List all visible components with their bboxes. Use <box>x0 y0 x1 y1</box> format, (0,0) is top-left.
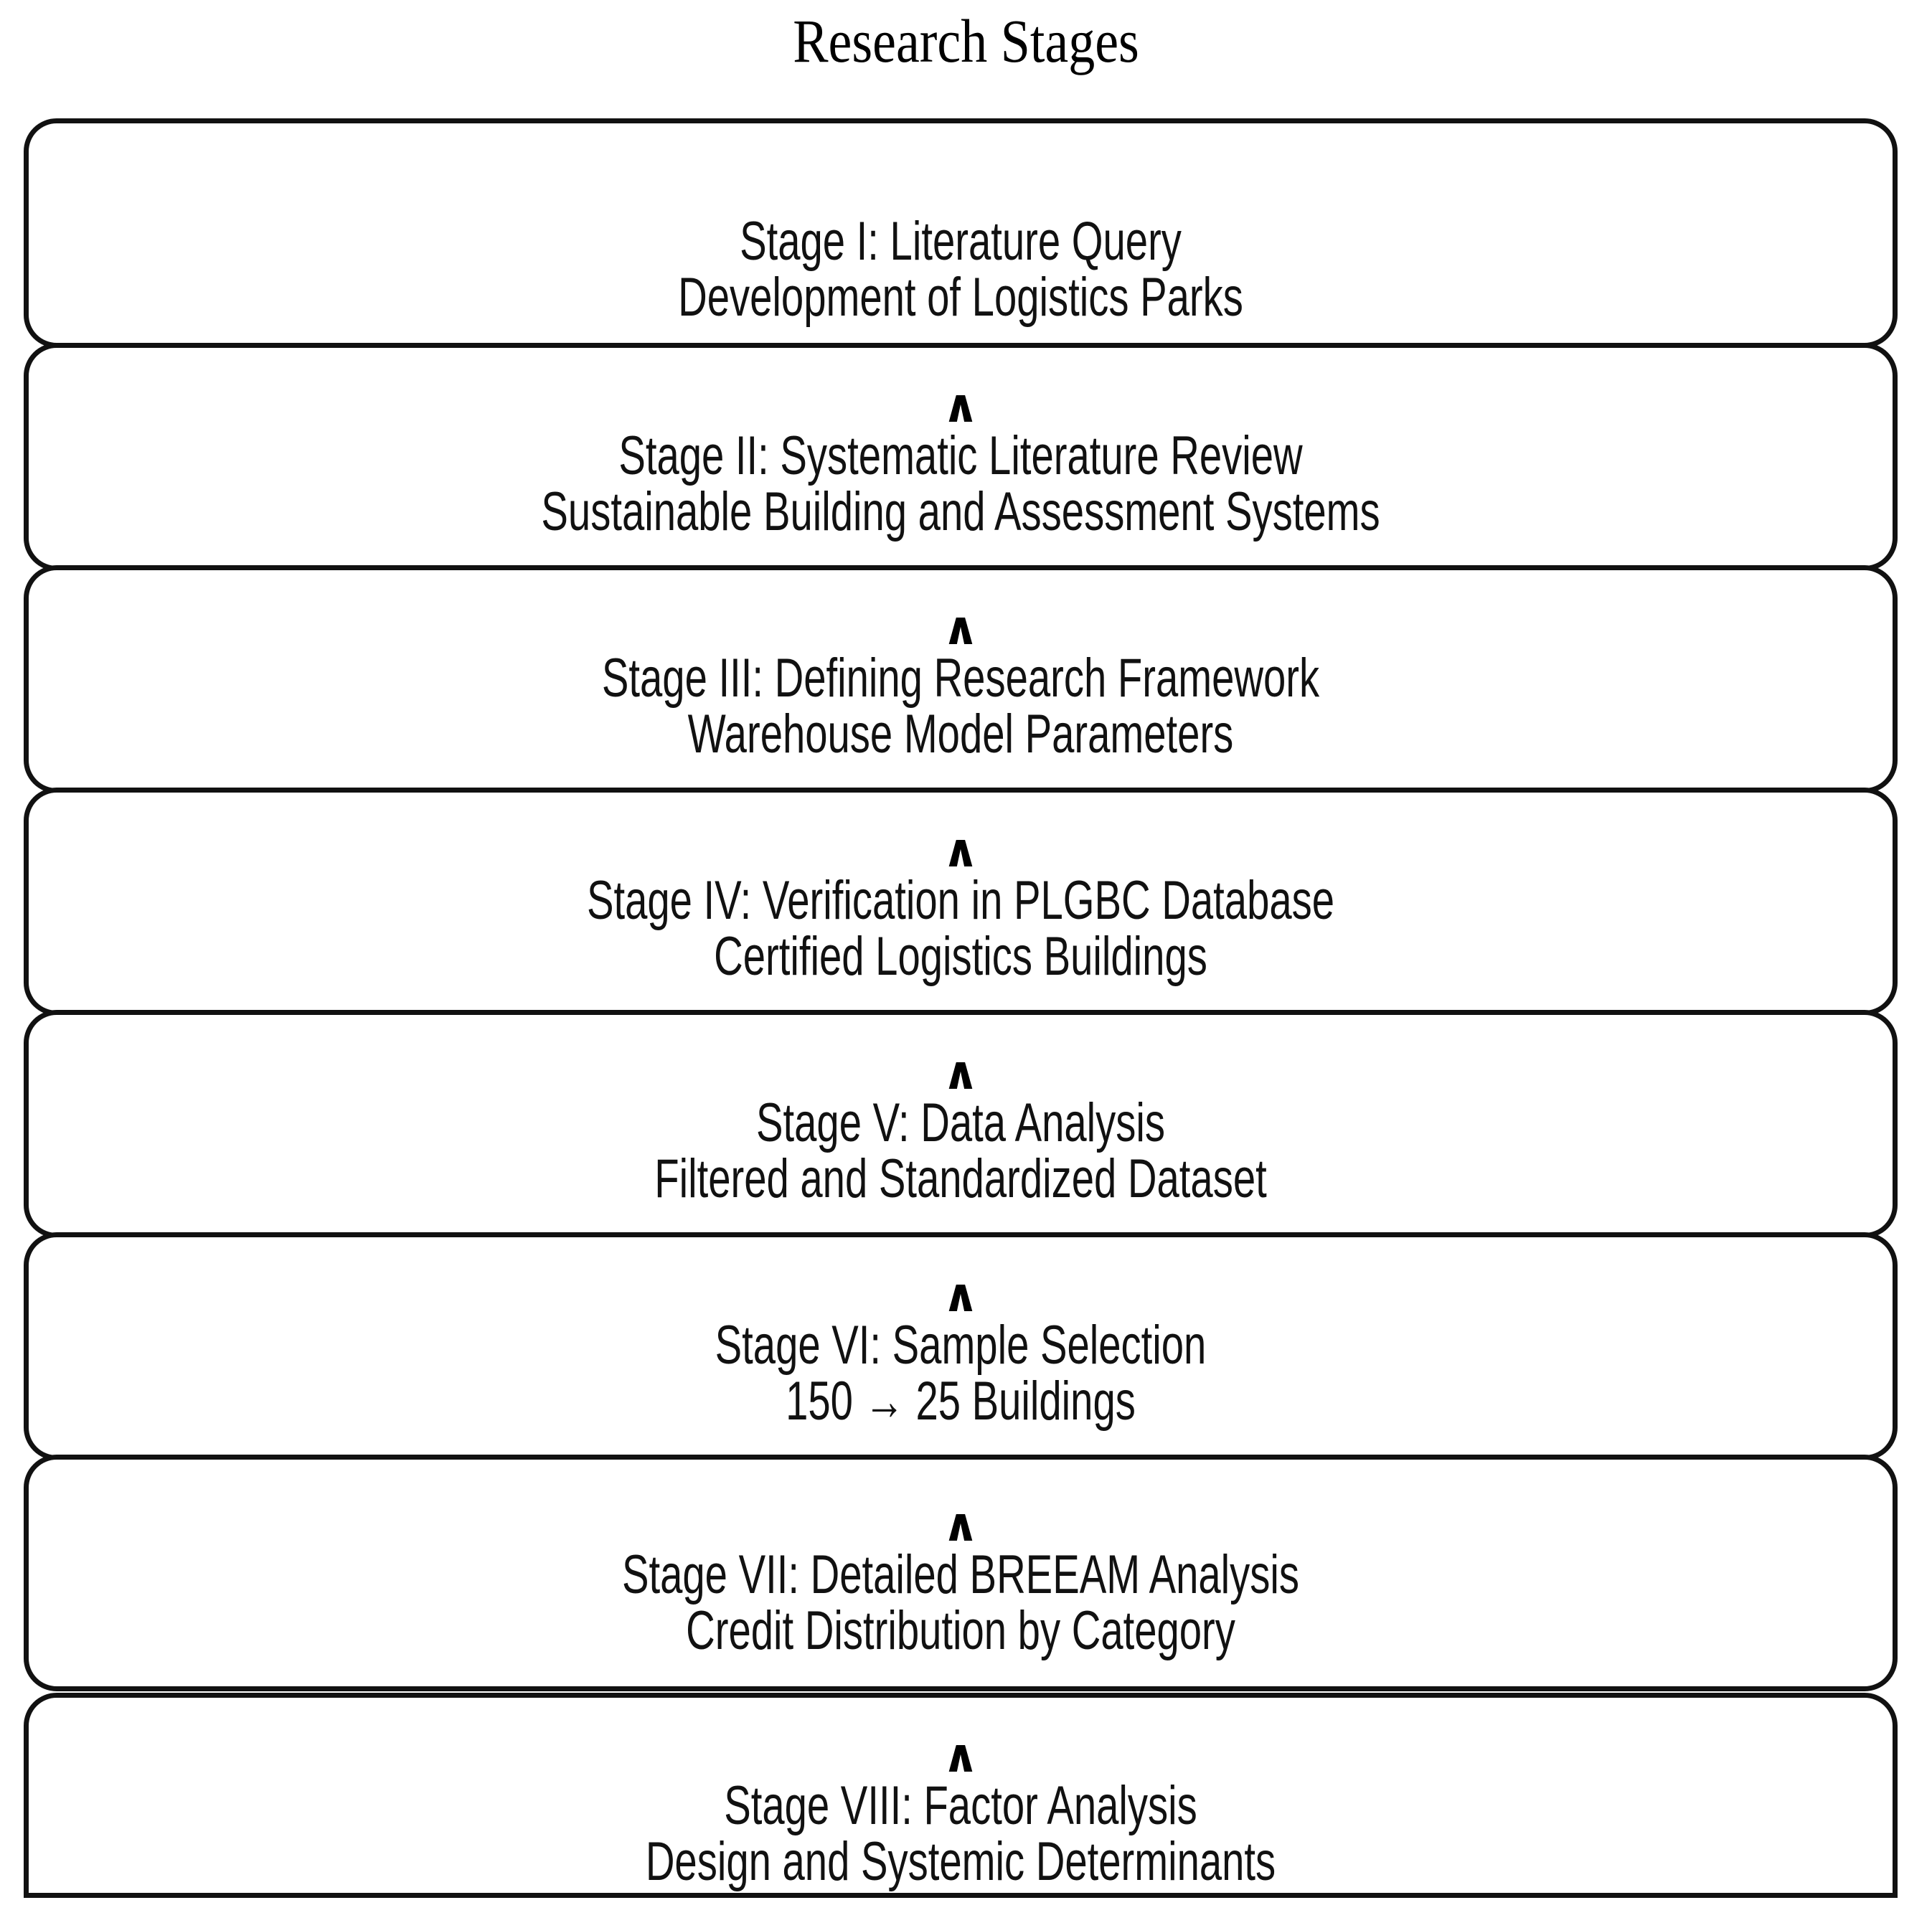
stage-7-content: ∧ Stage VII: Detailed BREEAM Analysis Cr… <box>29 1503 1893 1660</box>
stage-box-6[interactable]: ∧ Stage VI: Sample Selection 150 → 25 Bu… <box>24 1232 1898 1460</box>
stage-box-8[interactable]: ∧ Stage VIII: Factor Analysis Design and… <box>24 1693 1898 1898</box>
stage-6-title: Stage VI: Sample Selection <box>715 1315 1207 1376</box>
stage-8-content: ∧ Stage VIII: Factor Analysis Design and… <box>29 1734 1893 1891</box>
stage-4-detail: Certified Logistics Buildings <box>714 926 1207 988</box>
stage-box-7[interactable]: ∧ Stage VII: Detailed BREEAM Analysis Cr… <box>24 1455 1898 1691</box>
stage-1-detail: Development of Logistics Parks <box>678 267 1243 329</box>
page-title: Research Stages <box>793 6 1139 75</box>
chevron-up-icon: ∧ <box>942 825 979 878</box>
stage-2-title: Stage II: Systematic Literature Review <box>618 425 1303 486</box>
stage-4-title: Stage IV: Verification in PLGBC Database <box>586 870 1335 931</box>
stage-4-content: ∧ Stage IV: Verification in PLGBC Databa… <box>29 828 1893 986</box>
stage-1-title: Stage I: Literature Query <box>740 211 1182 272</box>
stage-box-4[interactable]: ∧ Stage IV: Verification in PLGBC Databa… <box>24 788 1898 1016</box>
stage-5-title: Stage V: Data Analysis <box>755 1092 1166 1153</box>
chevron-up-icon: ∧ <box>942 602 979 656</box>
stage-8-title: Stage VIII: Factor Analysis <box>724 1775 1197 1836</box>
chevron-up-icon: ∧ <box>942 380 979 433</box>
stage-5-content: ∧ Stage V: Data Analysis Filtered and St… <box>29 1051 1893 1208</box>
stage-6-detail: 150 → 25 Buildings <box>786 1371 1136 1432</box>
chevron-up-icon: ∧ <box>942 1730 979 1783</box>
stage-3-detail: Warehouse Model Parameters <box>687 704 1234 765</box>
stage-box-5[interactable]: ∧ Stage V: Data Analysis Filtered and St… <box>24 1010 1898 1238</box>
stage-5-detail: Filtered and Standardized Dataset <box>654 1148 1267 1210</box>
stage-box-1[interactable]: Stage I: Literature Query Development of… <box>24 118 1898 348</box>
chevron-up-icon: ∧ <box>942 1270 979 1323</box>
stage-3-content: ∧ Stage III: Defining Research Framework… <box>29 606 1893 763</box>
stage-6-content: ∧ Stage VI: Sample Selection 150 → 25 Bu… <box>29 1273 1893 1430</box>
stage-3-title: Stage III: Defining Research Framework <box>601 648 1320 709</box>
stage-2-detail: Sustainable Building and Assessment Syst… <box>541 481 1380 543</box>
stage-8-detail: Design and Systemic Determinants <box>645 1831 1276 1893</box>
stage-2-content: ∧ Stage II: Systematic Literature Review… <box>29 384 1893 541</box>
stage-1-content: Stage I: Literature Query Development of… <box>29 211 1893 329</box>
chevron-up-icon: ∧ <box>942 1499 979 1552</box>
chevron-up-icon: ∧ <box>942 1047 979 1100</box>
stage-7-detail: Credit Distribution by Category <box>686 1600 1235 1662</box>
stage-box-2[interactable]: ∧ Stage II: Systematic Literature Review… <box>24 343 1898 571</box>
stage-box-3[interactable]: ∧ Stage III: Defining Research Framework… <box>24 565 1898 793</box>
stage-7-title: Stage VII: Detailed BREEAM Analysis <box>621 1544 1300 1605</box>
